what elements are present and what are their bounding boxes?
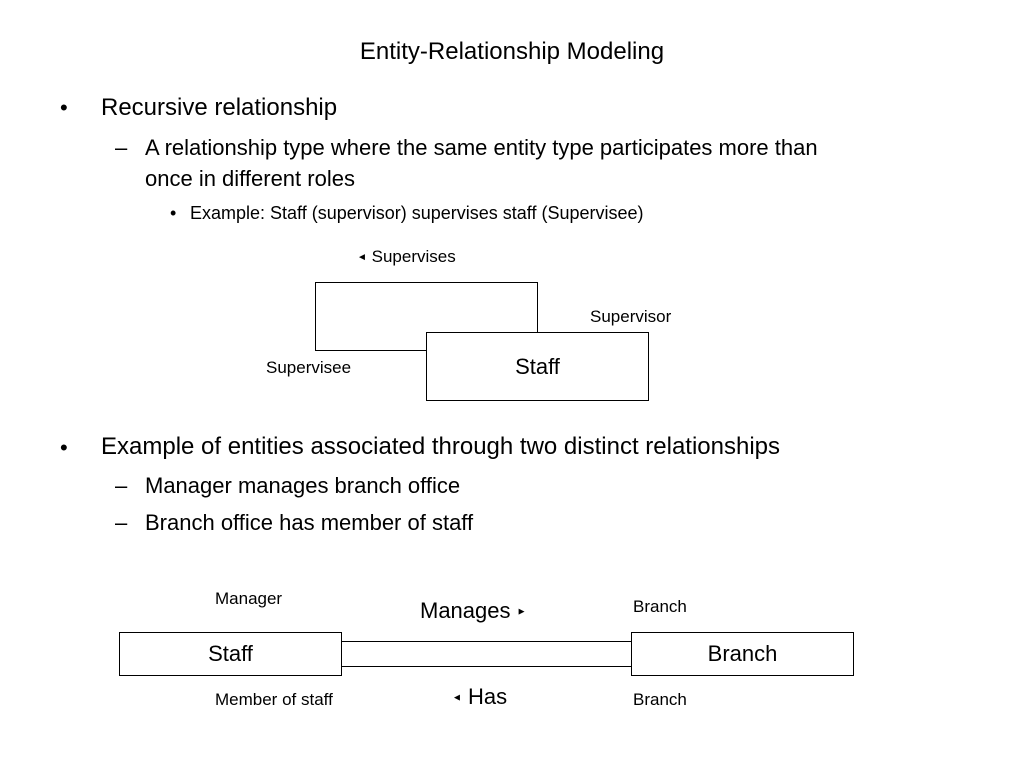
dash-marker: – [115,135,128,160]
role-branch-top: Branch [633,597,687,616]
entity-staff-label: Staff [515,353,560,379]
entity-staff-box: Staff [426,332,649,401]
bullet-two-relationships: Example of entities associated through t… [101,433,781,460]
sub-bullet-manager: Manager manages branch office [145,473,461,498]
bullet-marker: • [60,95,68,120]
entity-branch-label: Branch [707,641,778,666]
entity-branch-box: Branch [631,632,854,676]
page-title: Entity-Relationship Modeling [359,38,665,65]
dash-marker: – [115,510,128,535]
role-member-of-staff: Member of staff [215,690,333,709]
sub-bullet-branch: Branch office has member of staff [145,510,474,535]
relationship-manages-text: Manages [420,598,511,623]
role-branch-bottom: Branch [633,690,687,709]
role-manager: Manager [215,589,283,608]
bullet-recursive-relationship: Recursive relationship [101,94,338,121]
sub-bullet-definition-line1: A relationship type where the same entit… [145,135,818,160]
sub-bullet-definition-line2: once in different roles [145,166,355,191]
relationship-manages-label: Manages ► [420,598,527,624]
bullet-marker: • [60,435,68,460]
role-supervisor: Supervisor [590,307,672,326]
arrow-left-icon: ◄ [452,692,462,704]
example-supervises: Example: Staff (supervisor) supervises s… [190,203,644,223]
relationship-has-text: Has [468,684,508,709]
relationship-supervises-label: ◄ Supervises [357,247,456,267]
relationship-link-box [341,641,632,667]
entity-staff-label: Staff [208,641,253,666]
relationship-has-label: ◄ Has [452,684,507,710]
dash-marker: – [115,473,128,498]
relationship-supervises-text: Supervises [371,247,456,266]
small-bullet-marker: • [170,203,177,223]
role-supervisee: Supervisee [266,358,352,377]
arrow-right-icon: ► [516,606,527,618]
arrow-left-icon: ◄ [357,252,367,264]
entity-staff-box: Staff [119,632,342,676]
